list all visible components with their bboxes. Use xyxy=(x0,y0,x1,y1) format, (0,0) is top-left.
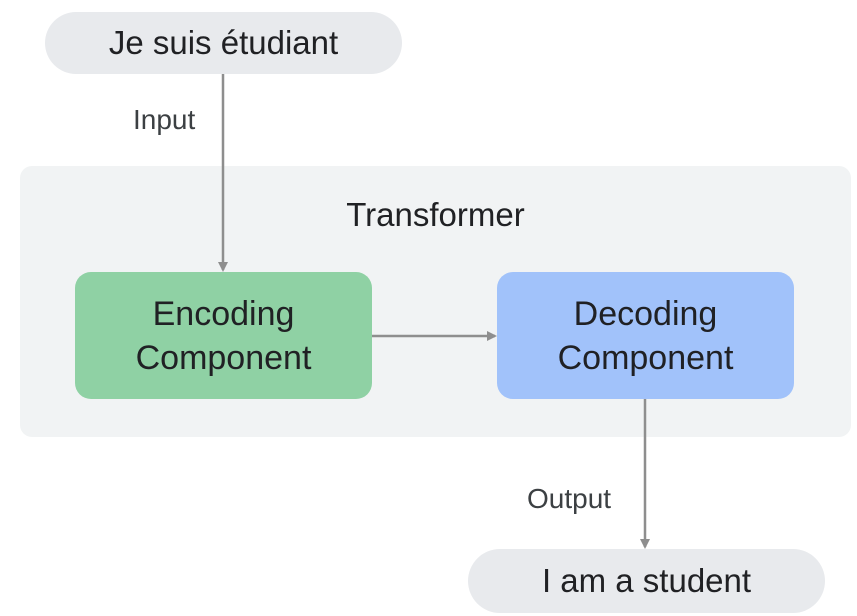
input-sentence-text: Je suis étudiant xyxy=(108,24,339,61)
transformer-title: Transformer xyxy=(346,196,525,233)
decoding-component-line1: Decoding xyxy=(573,294,718,333)
encoding-component-line1: Encoding xyxy=(152,294,295,333)
decoding-component-box: Decoding Component xyxy=(497,272,794,399)
input-sentence-pill: Je suis étudiant xyxy=(45,12,402,74)
output-sentence-pill: I am a student xyxy=(468,549,825,613)
input-edge-label: Input xyxy=(133,104,196,135)
output-sentence-text: I am a student xyxy=(541,562,752,599)
decoding-component-line2: Component xyxy=(557,338,734,377)
output-edge-label: Output xyxy=(527,483,612,514)
encoding-component-box: Encoding Component xyxy=(75,272,372,399)
encoding-component-line2: Component xyxy=(135,338,312,377)
